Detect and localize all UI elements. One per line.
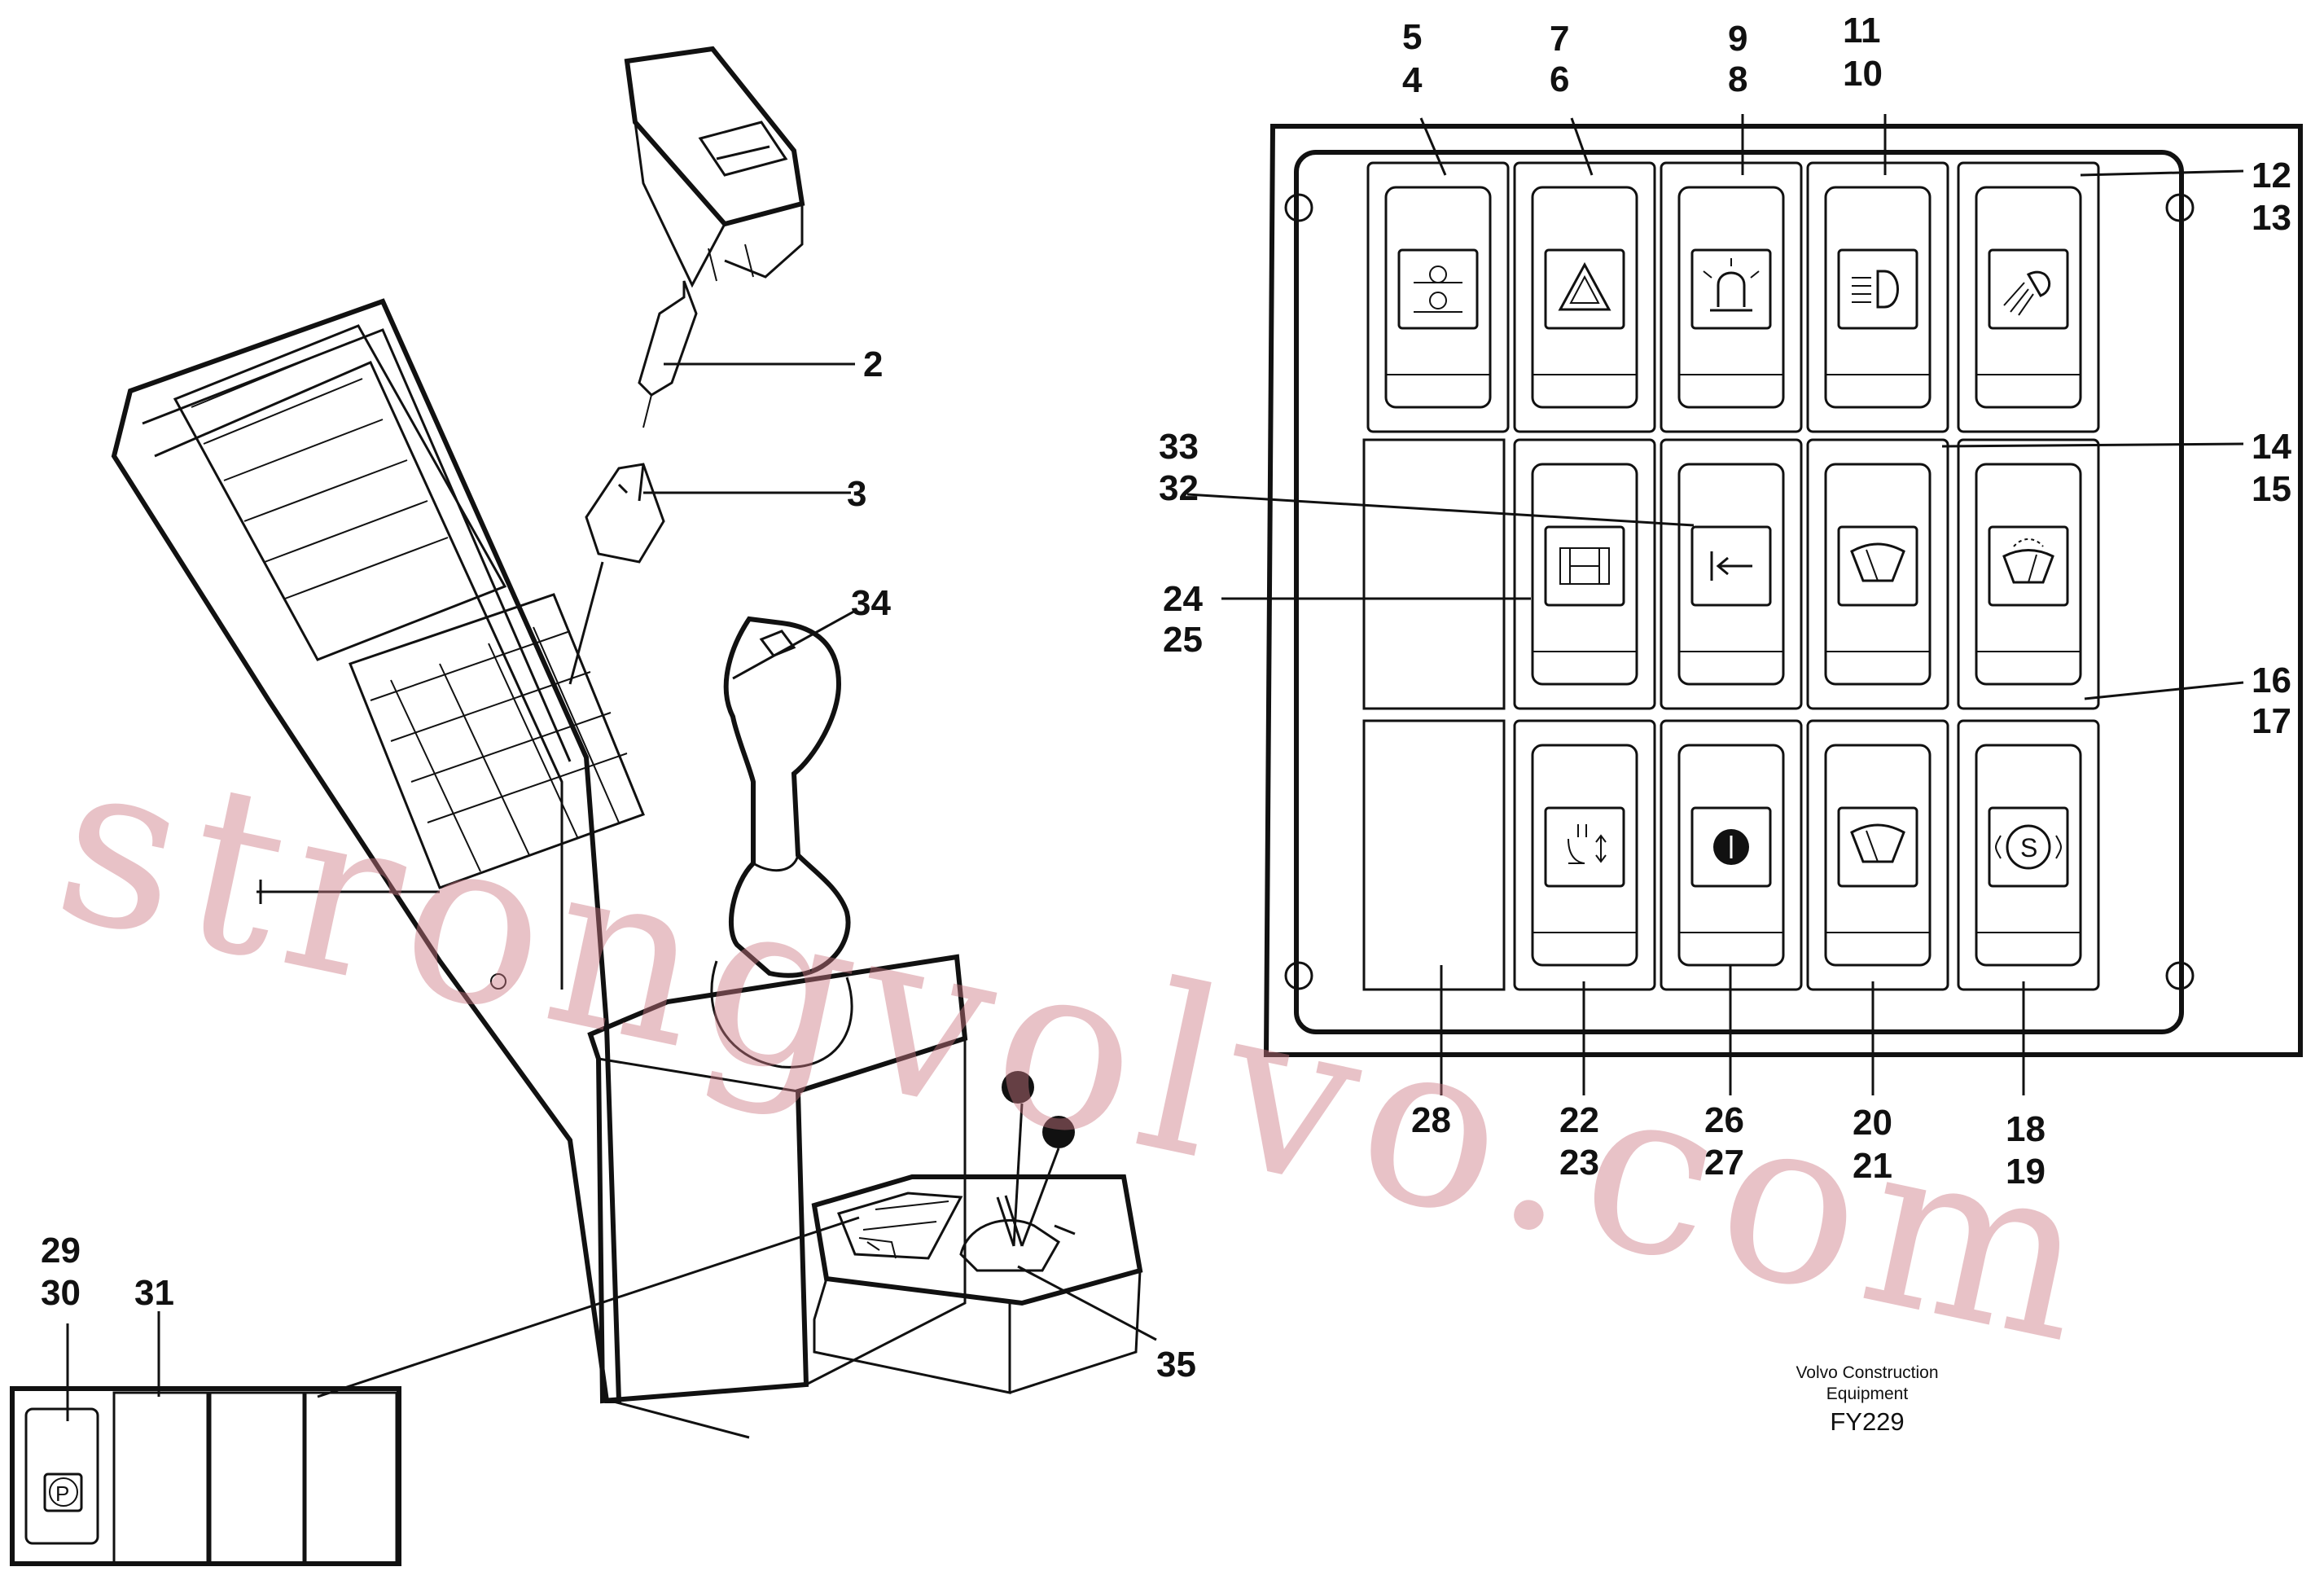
callout-28: 28 [1411,1100,1451,1140]
callout-30: 30 [41,1273,81,1313]
arrow-left-icon [1690,525,1772,607]
switch-cell-r2-c5 [1957,438,2100,710]
switch-cell-r3-c5: S [1957,719,2100,991]
switch-cell-r1-c1 [1366,161,1510,433]
headlight-icon [1837,248,1918,330]
callout-4: 4 [1402,60,1423,100]
callout-19: 19 [2006,1152,2046,1192]
callout-23: 23 [1559,1143,1599,1183]
switch-cell-r1-c3 [1660,161,1803,433]
left-leader-lines [66,362,1157,1421]
switch-cell-r3-c4 [1806,719,1949,991]
callout-20: 20 [1853,1103,1892,1143]
callout-13: 13 [2252,198,2291,238]
callout-32: 32 [1159,468,1199,508]
work-light-icon [1988,248,2069,330]
callout-8: 8 [1728,59,1747,99]
credit-line-2: Equipment [1826,1385,1909,1403]
switch-cell-r2-c3 [1660,438,1803,710]
callout-2: 2 [863,345,883,384]
callout-15: 15 [2252,469,2291,509]
switch-cell-r3-c2 [1513,719,1656,991]
switch-cell-r3-c3 [1660,719,1803,991]
callout-labels: 2 3 34 35 5 4 7 6 9 8 11 10 12 13 33 32 … [41,11,2291,1385]
callout-16: 16 [2252,661,2291,700]
auxiliary-switch-panel: P [10,1386,401,1566]
switch-cell-r1-c5 [1957,161,2100,433]
switch-cell-r2-c4 [1806,438,1949,710]
callout-29: 29 [41,1231,81,1271]
gear-lever [587,616,968,1439]
callout-17: 17 [2252,701,2291,741]
differential-lock-icon [1544,525,1625,607]
callout-24: 24 [1163,579,1203,619]
drum-roller-icon [1397,248,1479,330]
front-wiper-icon [1837,525,1918,607]
switch-cell-r1-c2 [1513,161,1656,433]
svg-text:S: S [2020,833,2037,862]
wiper-icon [1837,806,1918,888]
switch-cell-r3-c1 [1362,719,1506,991]
callout-18: 18 [2006,1109,2046,1149]
rotating-beacon-icon [1690,248,1772,330]
callout-5: 5 [1402,17,1422,57]
callout-22: 22 [1559,1100,1599,1140]
switch-cell-r1-c4 [1806,161,1949,433]
right-leader-lines [1186,114,2244,1095]
rear-wiper-icon [1988,525,2069,607]
callout-9: 9 [1728,19,1747,59]
credit-line-1: Volvo Construction [1796,1363,1938,1382]
vibration-icon [1544,806,1625,888]
parking-brake-icon: P [43,1472,83,1512]
rocker-switch-part [568,46,805,685]
callout-7: 7 [1550,19,1569,59]
callout-33: 33 [1159,427,1199,467]
instrument-console [111,298,645,1403]
callout-26: 26 [1704,1100,1744,1140]
callout-25: 25 [1163,620,1203,660]
publisher-credit: Volvo Construction Equipment FY229 [1796,1363,1938,1436]
callout-6: 6 [1550,59,1569,99]
callout-31: 31 [134,1273,174,1313]
callout-21: 21 [1853,1146,1892,1186]
callout-10: 10 [1843,54,1883,94]
callout-34: 34 [851,583,891,623]
switch-cell-r2-c2 [1513,438,1656,710]
figure-code: FY229 [1830,1407,1904,1436]
svg-text:P: P [55,1481,69,1506]
hazard-triangle-icon [1544,248,1625,330]
callout-27: 27 [1704,1143,1744,1183]
callout-12: 12 [2252,156,2291,195]
s-circle-icon: S [1988,806,2069,888]
callout-11: 11 [1843,11,1881,50]
power-icon [1690,806,1772,888]
lever-box [811,1071,1143,1394]
callout-3: 3 [847,474,866,514]
switch-panel [1263,124,2303,1057]
callout-14: 14 [2252,427,2291,467]
callout-35: 35 [1156,1345,1196,1385]
switch-grid: S [1362,161,2100,991]
switch-cell-r2-c1 [1362,438,1506,710]
